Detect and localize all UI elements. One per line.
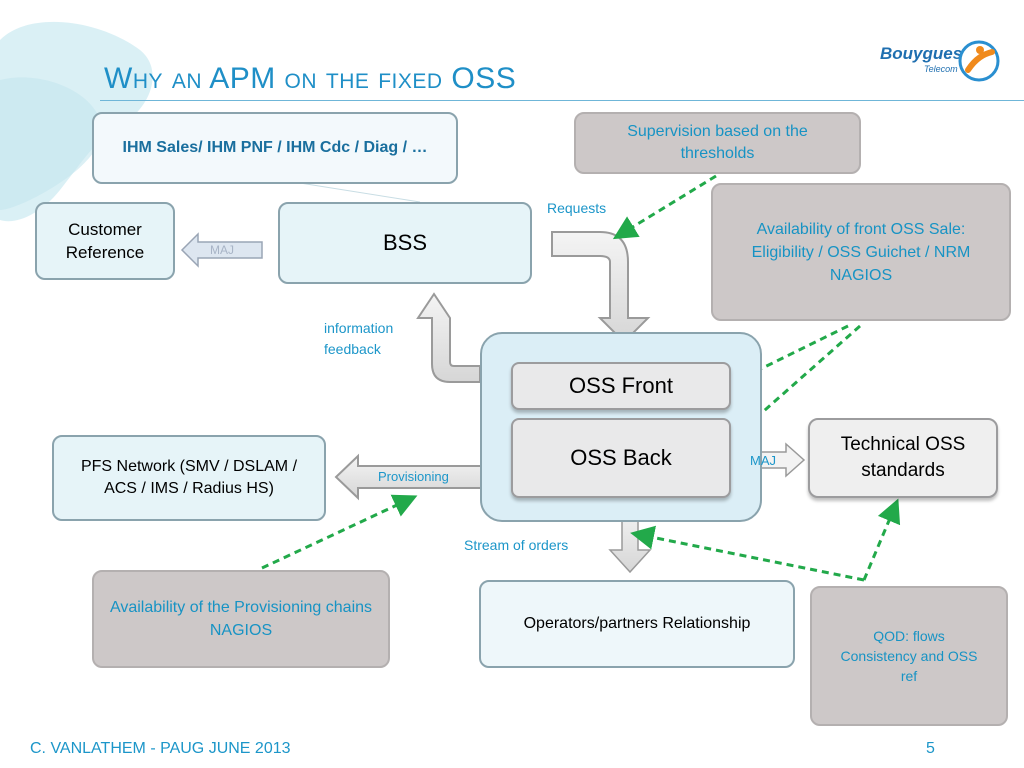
maj-left-arrow [180, 232, 263, 268]
customer-reference-box: Customer Reference [35, 202, 175, 280]
pfs-network-box: PFS Network (SMV / DSLAM / ACS / IMS / R… [52, 435, 326, 521]
operators-box: Operators/partners Relationship [479, 580, 795, 668]
maj-right-label: MAJ [750, 453, 776, 468]
provisioning-arrow [334, 453, 501, 501]
title-rule [100, 100, 1024, 101]
bss-box: BSS [278, 202, 532, 284]
qod-box: QOD: flows Consistency and OSS ref [810, 586, 1008, 726]
stream-orders-label: Stream of orders [464, 537, 569, 553]
dashed-front-1 [728, 324, 849, 385]
technical-oss-box: Technical OSS standards [808, 418, 998, 498]
availability-prov-box: Availability of the Provisioning chains … [92, 570, 390, 668]
availability-front-box: Availability of front OSS Sale: Eligibil… [711, 183, 1011, 321]
maj-left-label: MAJ [210, 243, 234, 257]
oss-back-box: OSS Back [511, 418, 731, 498]
page-number: 5 [926, 740, 935, 757]
dashed-qod [630, 525, 865, 582]
info-feedback-label-1: information [324, 320, 394, 336]
dashed-prov [261, 494, 418, 570]
dashed-supervision [612, 174, 717, 240]
feedback-arrow [416, 292, 481, 383]
provisioning-label: Provisioning [378, 469, 449, 484]
oss-front-box: OSS Front [511, 362, 731, 410]
info-feedback-label-2: feedback [324, 341, 381, 357]
ihm-box: IHM Sales/ IHM PNF / IHM Cdc / Diag / … [92, 112, 458, 184]
dashed-qod-tech [862, 498, 901, 581]
requests-label: Requests [547, 200, 607, 216]
footer-author: C. VANLATHEM - PAUG JUNE 2013 [30, 740, 291, 757]
decorative-swirl [0, 21, 153, 222]
supervision-box: Supervision based on the thresholds [574, 112, 861, 174]
requests-arrow [551, 231, 651, 344]
bouygues-logo: Bouygues Telecom [880, 40, 1000, 85]
page-title: Why an APM on the fixed OSS [104, 62, 517, 95]
